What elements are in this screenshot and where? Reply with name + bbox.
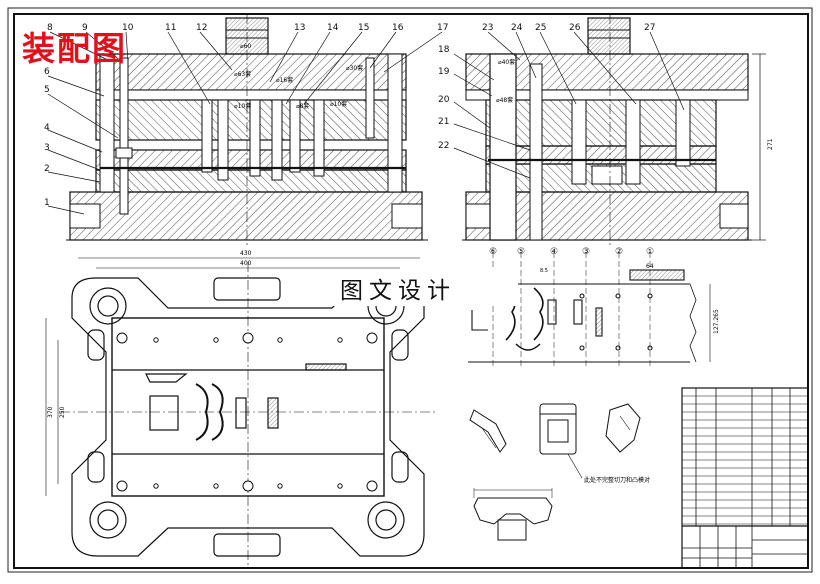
watermark-text: 图文设计 bbox=[318, 270, 518, 306]
part-labels-right-side: 18 19 20 21 22 bbox=[438, 45, 450, 151]
part-number-right-side-4: 22 bbox=[438, 141, 449, 151]
upper-die-set bbox=[95, 53, 407, 91]
dim-width-outer: 430 bbox=[240, 250, 252, 257]
outer-border bbox=[7, 7, 813, 573]
dim-height: 271 bbox=[767, 138, 774, 150]
detail-note: 此处不完整切刀和凸模对 bbox=[584, 476, 650, 484]
punch bbox=[201, 99, 213, 173]
part-number-left-2: 10 bbox=[122, 23, 134, 33]
part-number-left-9: 17 bbox=[437, 23, 448, 33]
part-number-right-2: 25 bbox=[535, 23, 546, 33]
part-labels-left: 8 9 10 11 12 13 14 15 16 17 bbox=[47, 23, 448, 33]
part-number-left-5: 13 bbox=[294, 23, 305, 33]
part-number-right-0: 23 bbox=[482, 23, 493, 33]
callout-1: ⌀63套 bbox=[234, 70, 251, 78]
callout-4: ⌀8套 bbox=[296, 102, 309, 110]
part-labels-right: 23 24 25 26 27 bbox=[482, 23, 655, 33]
shank-right bbox=[587, 17, 631, 55]
part-number-left-4: 12 bbox=[196, 23, 207, 33]
part-number-right-4: 27 bbox=[644, 23, 655, 33]
dim-width-inner: 400 bbox=[240, 260, 252, 267]
detail-views bbox=[469, 403, 641, 541]
dim-strip-height: 127.265 bbox=[713, 309, 720, 334]
part-number-left-side-5: 1 bbox=[44, 198, 50, 208]
right-section-view bbox=[462, 14, 766, 246]
parts-list-table bbox=[681, 387, 809, 569]
part-number-left-3: 11 bbox=[165, 23, 176, 33]
dim-strip-width: 64 bbox=[646, 263, 654, 270]
left-section-view bbox=[66, 14, 428, 246]
dim-side-outer: 370 bbox=[47, 406, 54, 418]
callout-6: ⌀10套 bbox=[330, 100, 347, 108]
station-marker-1: ⑤ bbox=[517, 247, 525, 257]
callout-3: ⌀10套 bbox=[234, 102, 251, 110]
callout-7: ⌀40套 bbox=[498, 58, 515, 66]
part-number-left-8: 16 bbox=[392, 23, 404, 33]
station-marker-3: ③ bbox=[582, 247, 590, 257]
lower-die-set bbox=[69, 191, 423, 241]
left-leaders bbox=[47, 31, 443, 215]
plan-screws bbox=[116, 332, 378, 492]
callout-8: ⌀48套 bbox=[496, 96, 513, 104]
station-marker-0: ⑥ bbox=[489, 247, 497, 257]
station-marker-5: ① bbox=[646, 247, 654, 257]
part-number-left-6: 14 bbox=[327, 23, 339, 33]
parts-list-rows bbox=[682, 395, 808, 525]
callout-shank: ⌀60 bbox=[240, 43, 251, 50]
part-number-left-side-3: 3 bbox=[44, 143, 50, 153]
part-number-left-side-2: 4 bbox=[44, 123, 50, 133]
drawing-title: 装配图 bbox=[22, 29, 127, 68]
callout-2: ⌀16套 bbox=[276, 76, 293, 84]
part-number-right-side-2: 20 bbox=[438, 95, 450, 105]
guide-pillar bbox=[489, 53, 517, 241]
dim-side-inner: 250 bbox=[59, 406, 66, 418]
part-number-left-side-1: 5 bbox=[44, 85, 50, 95]
part-number-left-side-4: 2 bbox=[44, 164, 50, 174]
part-number-right-3: 26 bbox=[569, 23, 581, 33]
inner-border bbox=[13, 13, 809, 569]
bolt bbox=[119, 57, 129, 215]
part-number-right-side-0: 18 bbox=[438, 45, 450, 55]
part-number-right-side-1: 19 bbox=[438, 67, 450, 77]
station-marker-2: ④ bbox=[550, 247, 558, 257]
part-number-left-7: 15 bbox=[358, 23, 369, 33]
strip-layout bbox=[468, 252, 711, 368]
part-number-left-0: 8 bbox=[47, 23, 53, 33]
part-number-right-1: 24 bbox=[511, 23, 523, 33]
part-number-left-side-0: 6 bbox=[44, 67, 50, 77]
station-markers: ⑥ ⑤ ④ ③ ② ① bbox=[489, 247, 654, 257]
part-number-left-1: 9 bbox=[82, 23, 88, 33]
right-leaders bbox=[453, 31, 685, 179]
callout-5: ⌀30套 bbox=[346, 64, 363, 72]
part-number-right-side-3: 21 bbox=[438, 117, 449, 127]
station-marker-4: ② bbox=[615, 247, 623, 257]
part-labels-left-side: 6 5 4 3 2 1 bbox=[44, 67, 50, 208]
dim-small: 8.5 bbox=[540, 268, 548, 274]
